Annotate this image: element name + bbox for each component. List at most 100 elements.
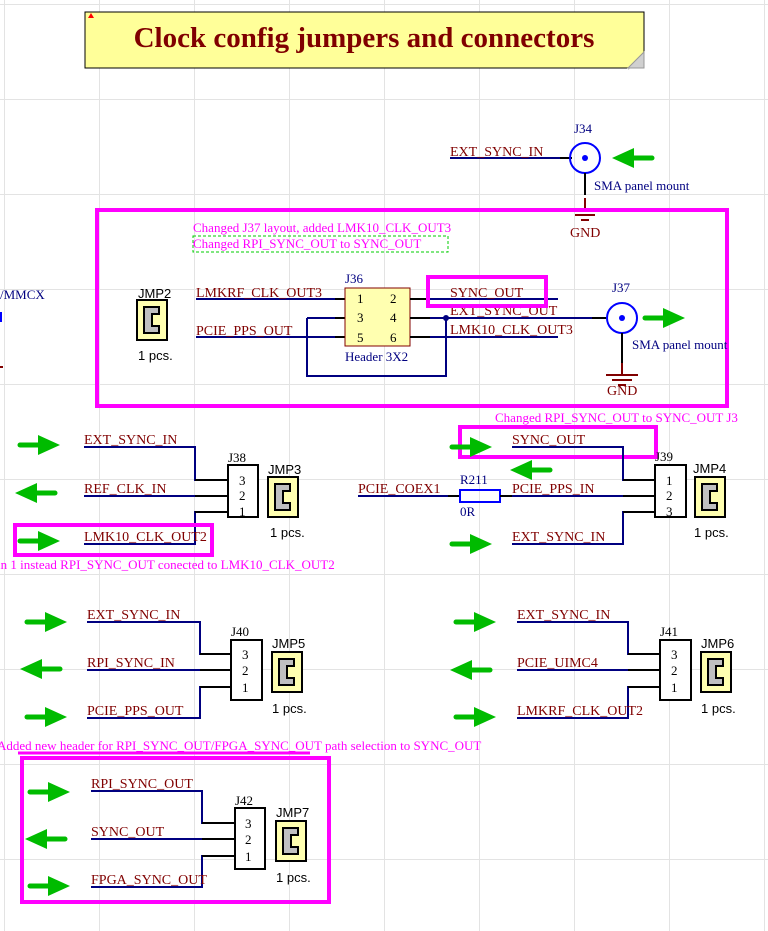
net-label: RPI_SYNC_IN (87, 656, 175, 671)
net-label: LMK10_CLK_OUT2 (84, 530, 207, 545)
ground-label: GND (607, 384, 637, 399)
part-description: SMA panel mount (594, 178, 690, 193)
arrow-right-icon (456, 612, 496, 632)
pin-number: 4 (390, 310, 397, 325)
net-label: PCIE_COEX1 (358, 482, 440, 497)
net-label: EXT_SYNC_IN (517, 608, 610, 623)
jumper-icon (694, 476, 726, 518)
j41-header: EXT_SYNC_IN PCIE_UIMC4 LMKRF_CLK_OUT2 J4… (450, 608, 736, 727)
pin-number: 2 (671, 663, 678, 678)
designator: J41 (660, 624, 678, 639)
change-note: Changed RPI_SYNC_OUT to SYNC_OUT J3 (495, 410, 738, 425)
jumper-qty: 1 pcs. (276, 870, 311, 885)
net-label: REF_CLK_IN (84, 482, 166, 497)
pin-number: 3 (357, 310, 364, 325)
pin-number: 3 (242, 647, 249, 662)
change-note: Changed J37 layout, added LMK10_CLK_OUT3 (193, 220, 451, 235)
j42-header: RPI_SYNC_OUT SYNC_OUT FPGA_SYNC_OUT J42 … (25, 777, 311, 896)
pin-number: 1 (245, 849, 252, 864)
change-highlight-box (426, 275, 548, 308)
arrow-right-icon (456, 707, 496, 727)
pin-number: 2 (245, 832, 252, 847)
net-label: EXT_SYNC_IN (87, 608, 180, 623)
pin-number: 6 (390, 330, 397, 345)
pin-number: 3 (671, 647, 678, 662)
j36-header: LMKRF_CLK_OUT3 PCIE_PPS_OUT J36 1 2 3 4 … (196, 271, 606, 377)
jumper-designator: JMP7 (276, 805, 309, 820)
pin-number: 3 (239, 473, 246, 488)
net-label: SYNC_OUT (512, 433, 586, 448)
arrow-left-icon (510, 460, 550, 480)
partial-offscreen-label: /MMCX (0, 287, 45, 302)
net-label: LMKRF_CLK_OUT2 (517, 704, 643, 719)
note-marker-icon (88, 13, 94, 18)
designator: J37 (612, 280, 631, 295)
pin-number: 5 (357, 330, 364, 345)
jmp2-jumper: JMP2 1 pcs. (136, 286, 173, 363)
net-label: SYNC_OUT (91, 825, 165, 840)
pin-number: 2 (390, 291, 397, 306)
jumper-designator: JMP3 (268, 462, 301, 477)
arrow-right-icon (27, 707, 67, 727)
jumper-designator: JMP5 (272, 636, 305, 651)
change-note: in 1 instead RPI_SYNC_OUT conected to LM… (0, 557, 335, 572)
arrow-left-icon (612, 148, 652, 168)
jumper-icon (267, 476, 299, 518)
jumper-icon (271, 651, 303, 693)
pin-number: 3 (245, 816, 252, 831)
j34-connector: EXT_SYNC_IN J34 SMA panel mount GND (450, 121, 690, 241)
designator: J40 (231, 624, 249, 639)
change-note: Added new header for RPI_SYNC_OUT/FPGA_S… (0, 738, 481, 753)
net-label: LMKRF_CLK_OUT3 (196, 286, 322, 301)
selection-outline (192, 235, 449, 253)
net-label: EXT_SYNC_IN (84, 433, 177, 448)
jumper-qty: 1 pcs. (694, 525, 729, 540)
arrow-right-icon (27, 612, 67, 632)
jumper-icon (700, 651, 732, 693)
net-label: LMK10_CLK_OUT3 (450, 323, 573, 338)
net-label: SYNC_OUT (450, 286, 524, 301)
part-description: Header 3X2 (345, 349, 408, 364)
pin-number: 1 (239, 504, 246, 519)
jumper-qty: 1 pcs. (138, 348, 173, 363)
jumper-qty: 1 pcs. (701, 701, 736, 716)
designator: J39 (655, 449, 673, 464)
jumper-designator: JMP6 (701, 636, 734, 651)
arrow-right-icon (645, 308, 685, 328)
jumper-qty: 1 pcs. (272, 701, 307, 716)
pin-number: 3 (666, 504, 673, 519)
arrow-right-icon (30, 876, 70, 896)
arrow-right-icon (20, 531, 60, 551)
net-label: PCIE_PPS_OUT (196, 324, 293, 339)
jumper-designator: JMP2 (138, 286, 171, 301)
jumper-icon (136, 299, 168, 341)
pin-number: 2 (242, 663, 249, 678)
net-label: EXT_SYNC_IN (512, 530, 605, 545)
arrow-right-icon (20, 435, 60, 455)
resistor-value: 0R (460, 504, 476, 519)
change-highlight-box (13, 523, 214, 557)
arrow-left-icon (15, 483, 55, 503)
pin-number: 2 (239, 488, 246, 503)
pin-number: 1 (671, 680, 678, 695)
arrow-left-icon (450, 660, 490, 680)
arrow-left-icon (20, 659, 60, 679)
pin-number: 1 (357, 291, 364, 306)
j39-header: Changed RPI_SYNC_OUT to SYNC_OUT J3 PCIE… (358, 410, 738, 554)
change-note: Changed RPI_SYNC_OUT to SYNC_OUT (193, 236, 421, 251)
pin-number: 1 (242, 680, 249, 695)
designator: J42 (235, 793, 253, 808)
page-title: Clock config jumpers and connectors (134, 22, 595, 54)
jumper-designator: JMP4 (693, 461, 726, 476)
arrow-right-icon (452, 534, 492, 554)
ground-label: GND (570, 226, 600, 241)
designator: J36 (345, 271, 364, 286)
j38-header: EXT_SYNC_IN REF_CLK_IN LMK10_CLK_OUT2 J3… (0, 433, 335, 572)
net-label: PCIE_PPS_OUT (87, 704, 184, 719)
change-highlight-box (20, 756, 331, 904)
change-highlight-box (95, 208, 729, 408)
jumper-qty: 1 pcs. (270, 525, 305, 540)
arrow-right-icon (30, 782, 70, 802)
pin-number: 1 (666, 473, 673, 488)
